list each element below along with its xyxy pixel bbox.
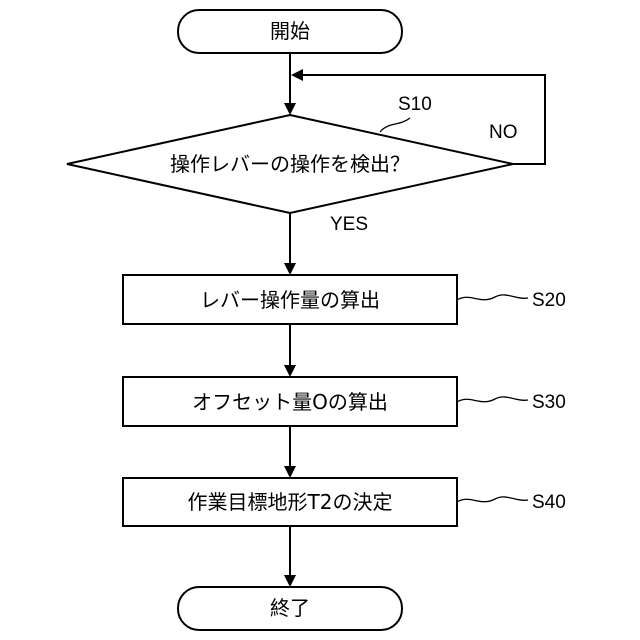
s20-label: S20 [532, 290, 566, 311]
end-terminal: 終了 [178, 587, 402, 630]
process-s40: 作業目標地形T2の決定 [123, 478, 457, 526]
s40-label: S40 [532, 492, 566, 513]
process-s20: レバー操作量の算出 [123, 275, 457, 324]
s40-text: 作業目標地形T2の決定 [188, 490, 393, 514]
arrowhead-decision [284, 103, 296, 115]
decision-label: 操作レバーの操作を検出？ [170, 152, 410, 176]
s30-label: S30 [532, 392, 566, 413]
no-label: NO [489, 122, 518, 143]
s10-label: S10 [398, 94, 432, 115]
s40-leader [457, 497, 528, 502]
arrowhead-end [284, 575, 296, 587]
start-label: 開始 [270, 19, 310, 43]
yes-label: YES [330, 214, 368, 235]
arrowhead-s20 [284, 263, 296, 275]
s20-text: レバー操作量の算出 [200, 288, 380, 312]
start-terminal: 開始 [178, 10, 402, 53]
end-label: 終了 [270, 596, 310, 620]
arrowhead-loop [291, 69, 303, 81]
s20-leader [457, 295, 528, 300]
process-s30: オフセット量Oの算出 [123, 377, 457, 426]
s10-leader [380, 118, 410, 132]
arrowhead-s30 [284, 365, 296, 377]
s30-text: オフセット量Oの算出 [192, 390, 388, 414]
arrowhead-s40 [284, 466, 296, 478]
s30-leader [457, 397, 528, 402]
decision-node: 操作レバーの操作を検出？ [67, 115, 513, 213]
